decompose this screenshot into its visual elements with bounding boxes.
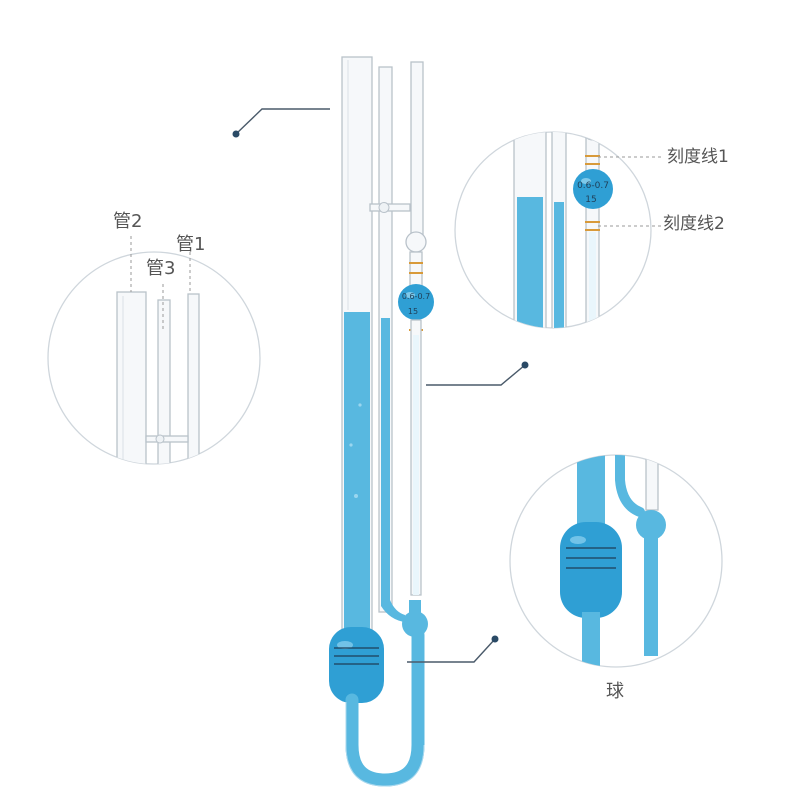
callout-to-tube-detail [235,108,330,135]
cross-connector [369,203,411,212]
label-mark-line-2: 刻度线2 [663,214,725,234]
detail-connector [145,435,189,443]
big-bulb [329,627,384,703]
bulb-etch-number-detail: 15 [585,195,596,205]
detail-big-bulb [560,522,622,618]
callout-dot-2 [521,361,529,369]
u-bend [345,628,425,787]
viscometer-main: 0.6-0.7 15 [329,56,434,787]
tube-1-top [410,61,424,249]
bulb-etch-range-detail: 0.6-0.7 [577,181,609,191]
label-bulb: 球 [606,681,624,702]
detail-tube-1 [187,293,200,464]
callout-to-bulb-detail [407,638,496,663]
detail-small-bulb [636,510,666,540]
upper-small-bulb [405,231,427,253]
detail-marks: 0.6-0.7 15 [454,131,662,329]
tube-2-liquid [344,312,370,637]
callout-dot-3 [491,635,499,643]
label-tube-2: 管2 [113,211,143,232]
label-mark-line-1: 刻度线1 [667,147,729,167]
callout-to-mark-detail [426,364,526,386]
label-tube-1: 管1 [176,234,206,255]
detail-liquid-wide [517,197,543,328]
bulb-etch-number-main: 15 [408,307,418,316]
tube-3-liquid [381,318,405,622]
detail-tubes [47,236,261,465]
tube-1-neck [409,251,423,289]
callout-dot-1 [232,130,240,138]
detail-bulb [509,454,723,668]
bulb-etch-range-main: 0.6-0.7 [402,292,430,301]
detail-tube-3 [157,299,171,464]
callouts [232,108,529,663]
detail-tube-2 [116,291,147,464]
label-tube-3: 管3 [146,258,176,279]
detail-circle-tubes [47,251,261,465]
detail-liquid-middle [554,202,564,328]
